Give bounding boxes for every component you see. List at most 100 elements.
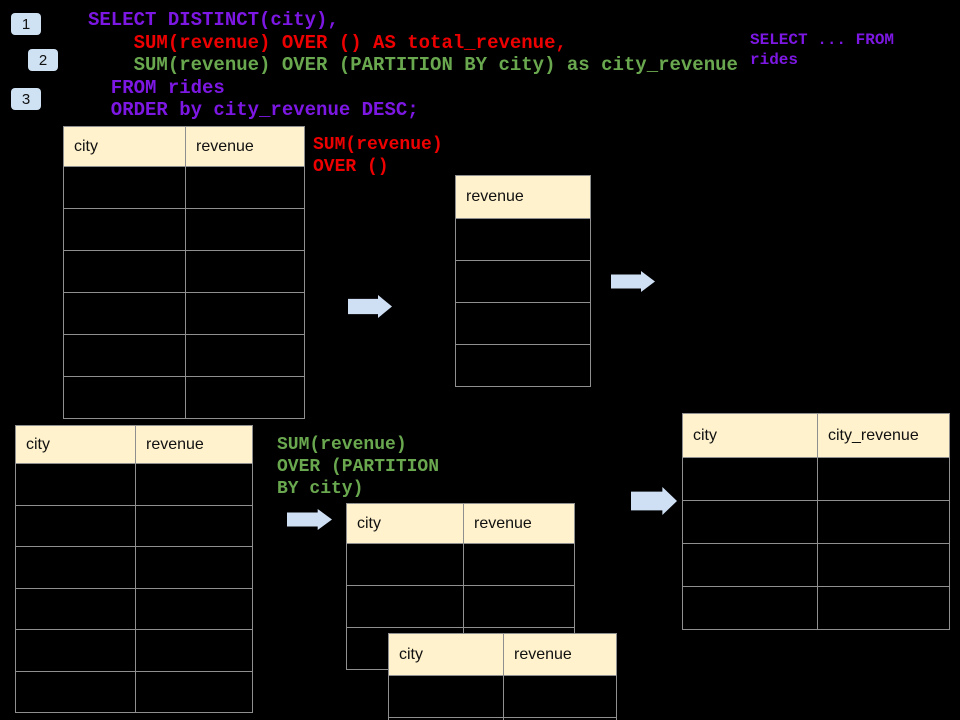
table-row — [15, 670, 253, 713]
table-row — [63, 292, 305, 335]
empty-cell — [185, 208, 305, 251]
empty-cell — [63, 292, 186, 335]
empty-cell — [15, 629, 136, 672]
column-header: city — [346, 503, 464, 544]
code-line: SUM(revenue) — [313, 135, 443, 155]
table-row — [15, 463, 253, 506]
column-header: city_revenue — [817, 413, 950, 458]
table-row — [346, 543, 575, 586]
empty-cell — [463, 585, 575, 628]
empty-cell — [682, 586, 818, 630]
column-header: city — [682, 413, 818, 458]
code-line: SELECT DISTINCT(city), — [88, 9, 339, 31]
step-badge-3: 3 — [11, 88, 41, 110]
table-row — [682, 500, 950, 544]
code-line: OVER () — [313, 157, 389, 177]
empty-cell — [817, 543, 950, 587]
empty-cell — [455, 344, 591, 387]
right-arrow-icon — [611, 271, 655, 292]
sql-query-code: SELECT DISTINCT(city), SUM(revenue) OVER… — [88, 9, 738, 122]
empty-cell — [135, 504, 253, 547]
empty-cell — [346, 585, 464, 628]
table-row — [15, 504, 253, 547]
empty-cell — [682, 543, 818, 587]
empty-cell — [185, 166, 305, 209]
empty-cell — [63, 250, 186, 293]
empty-cell — [15, 587, 136, 630]
table-row — [455, 218, 591, 261]
empty-cell — [135, 629, 253, 672]
table-row — [346, 585, 575, 628]
right-arrow-icon — [287, 509, 332, 530]
empty-cell — [817, 457, 950, 501]
empty-cell — [63, 334, 186, 377]
table-row — [63, 208, 305, 251]
header-row: revenue — [455, 175, 591, 219]
table-row — [388, 675, 617, 718]
code-line: OVER (PARTITION — [277, 457, 440, 477]
flow-arrow-to-revenue-table — [348, 295, 392, 318]
empty-cell — [463, 543, 575, 586]
code-line: FROM rides — [88, 76, 225, 99]
empty-cell — [388, 675, 504, 718]
table-row — [15, 546, 253, 589]
table-row — [682, 543, 950, 587]
empty-cell — [455, 218, 591, 261]
table-row — [15, 587, 253, 630]
empty-cell — [503, 717, 617, 720]
empty-cell — [503, 675, 617, 718]
empty-cell — [63, 376, 186, 419]
step-badge-2: 2 — [28, 49, 58, 71]
column-header: city — [63, 126, 186, 167]
table-row — [388, 717, 617, 720]
table-row — [682, 586, 950, 630]
empty-cell — [15, 546, 136, 589]
table-row — [682, 457, 950, 501]
code-line: rides — [750, 50, 799, 69]
table-row — [15, 629, 253, 672]
empty-cell — [135, 546, 253, 589]
code-line: SUM(revenue) — [277, 435, 407, 455]
empty-cell — [455, 260, 591, 303]
empty-cell — [817, 586, 950, 630]
empty-cell — [135, 463, 253, 506]
flow-arrow-to-partition-table — [287, 509, 332, 530]
right-arrow-icon — [348, 295, 392, 318]
column-header: city — [15, 425, 136, 464]
flow-arrow-from-revenue-table — [611, 271, 655, 292]
data-table: revenue — [455, 175, 591, 387]
empty-cell — [455, 302, 591, 345]
empty-cell — [15, 504, 136, 547]
empty-cell — [185, 376, 305, 419]
empty-cell — [346, 543, 464, 586]
table-revenue-only: revenue — [455, 175, 591, 387]
column-header: revenue — [503, 633, 617, 676]
table-row — [455, 260, 591, 303]
flow-arrow-to-result-table — [631, 487, 677, 515]
empty-cell — [135, 587, 253, 630]
empty-cell — [682, 457, 818, 501]
empty-cell — [185, 292, 305, 335]
column-header: city — [388, 633, 504, 676]
empty-cell — [682, 500, 818, 544]
empty-cell — [63, 166, 186, 209]
code-line: BY city) — [277, 479, 364, 499]
code-line: SUM(revenue) OVER () AS total_revenue, — [88, 31, 567, 54]
empty-cell — [15, 670, 136, 713]
empty-cell — [135, 670, 253, 713]
empty-cell — [185, 334, 305, 377]
right-arrow-icon — [631, 487, 677, 515]
code-line: SELECT ... FROM — [750, 31, 895, 49]
